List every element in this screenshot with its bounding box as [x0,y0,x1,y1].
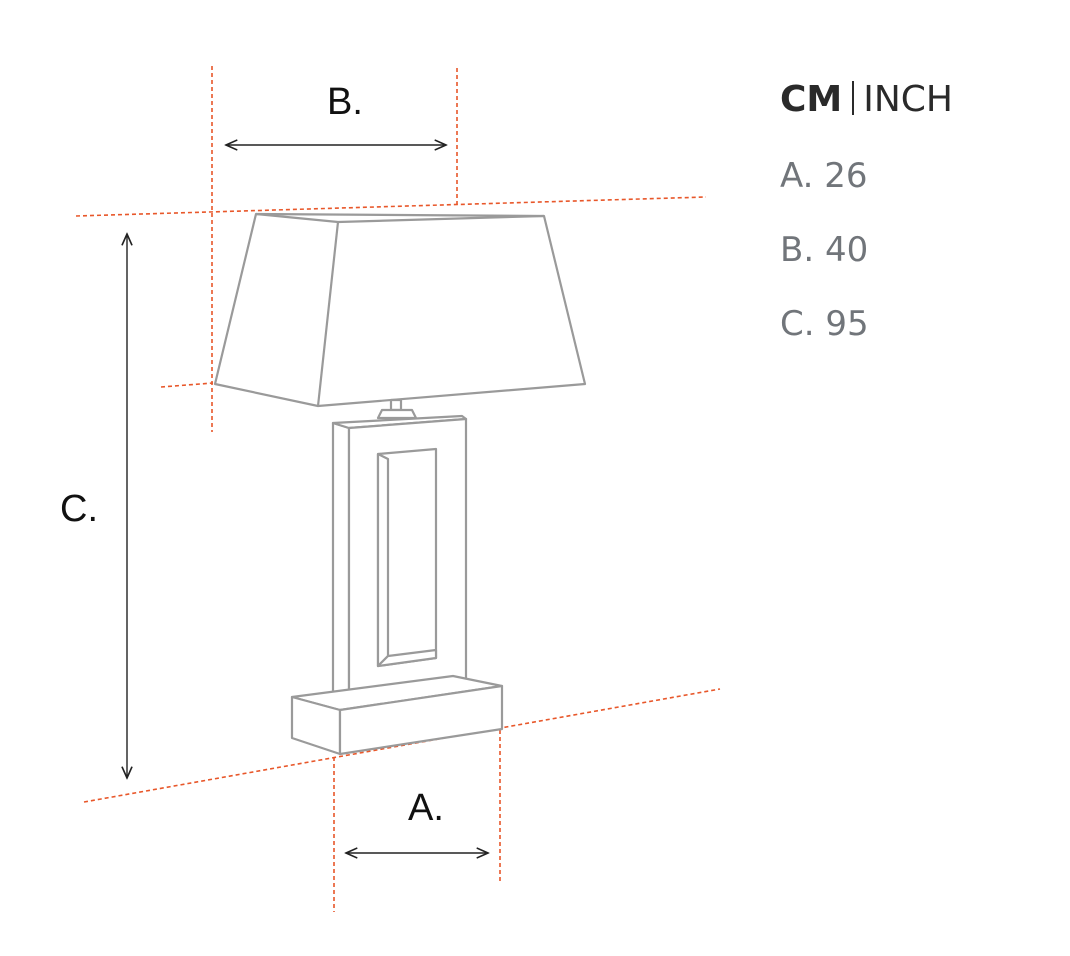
dimension-c-label: C. [60,488,98,530]
lamp-frame-body [331,414,468,708]
legend-row-label: A. [780,156,814,196]
measurement-legend: CM INCH A. 26 B. 40 C. 95 [780,78,1040,344]
frame-side-face [331,421,351,708]
lamp-base [290,674,504,756]
legend-row-value: 40 [824,230,869,270]
lamp-shade [213,212,587,408]
dimension-a-label: A. [408,787,444,829]
frame-window-inner-side [376,452,390,668]
guide-shade-bottom-short [160,382,214,388]
shade-top-front-edge [255,212,339,224]
dimension-arrows [127,145,488,853]
legend-row-value: 95 [825,304,869,344]
lamp-neck [376,398,418,420]
legend-row-b: B. 40 [780,230,1040,270]
legend-row-label: B. [780,230,815,270]
base-front-face [338,684,504,756]
legend-row-label: C. [780,304,815,344]
shade-top-back-edge [337,214,545,224]
dimension-b-label: B. [327,81,363,123]
frame-window-inner-bottom [376,648,438,668]
legend-row-c: C. 95 [780,304,1040,344]
neck-collar [376,408,418,420]
unit-separator [852,81,855,115]
unit-cm-label: CM [780,79,843,120]
lamp-illustration [213,212,587,756]
shade-outline [213,212,587,408]
legend-row-value: 26 [824,156,868,196]
shade-front-left-edge [316,221,340,407]
unit-inch-label: INCH [863,79,954,120]
legend-row-a: A. 26 [780,156,1040,196]
neck-stem [389,398,403,412]
guide-top-horizontal [75,196,707,217]
legend-unit-header: CM INCH [780,78,1040,122]
